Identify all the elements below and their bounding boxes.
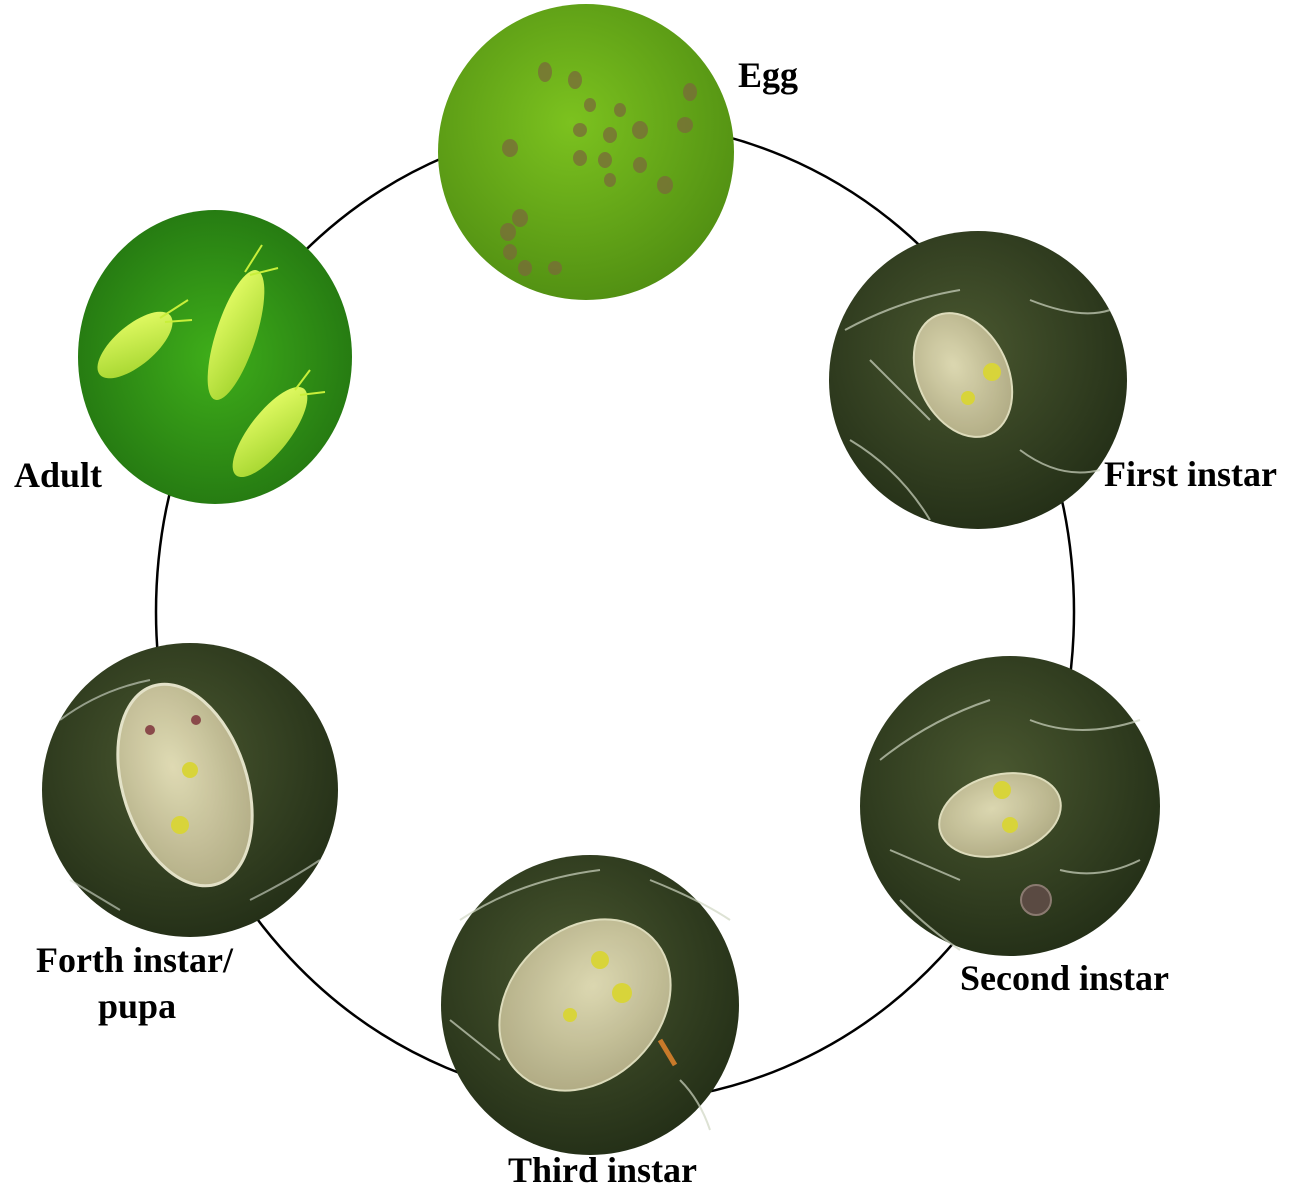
third-instar-photo: [441, 855, 739, 1155]
fourth-instar-photo: [42, 643, 338, 937]
first-instar-photo: [829, 231, 1127, 529]
second-instar-photo: [860, 656, 1160, 956]
egg-label: Egg: [738, 55, 798, 95]
third-instar-label: Third instar: [508, 1150, 697, 1190]
adult-label: Adult: [14, 455, 102, 495]
fourth-instar-label-line2: pupa: [98, 986, 176, 1026]
second-instar-label: Second instar: [960, 958, 1169, 998]
adult-photo: [78, 210, 352, 504]
fourth-instar-label-line1: Forth instar/: [36, 940, 234, 980]
egg-photo: [438, 4, 734, 300]
first-instar-label: First instar: [1104, 454, 1277, 494]
